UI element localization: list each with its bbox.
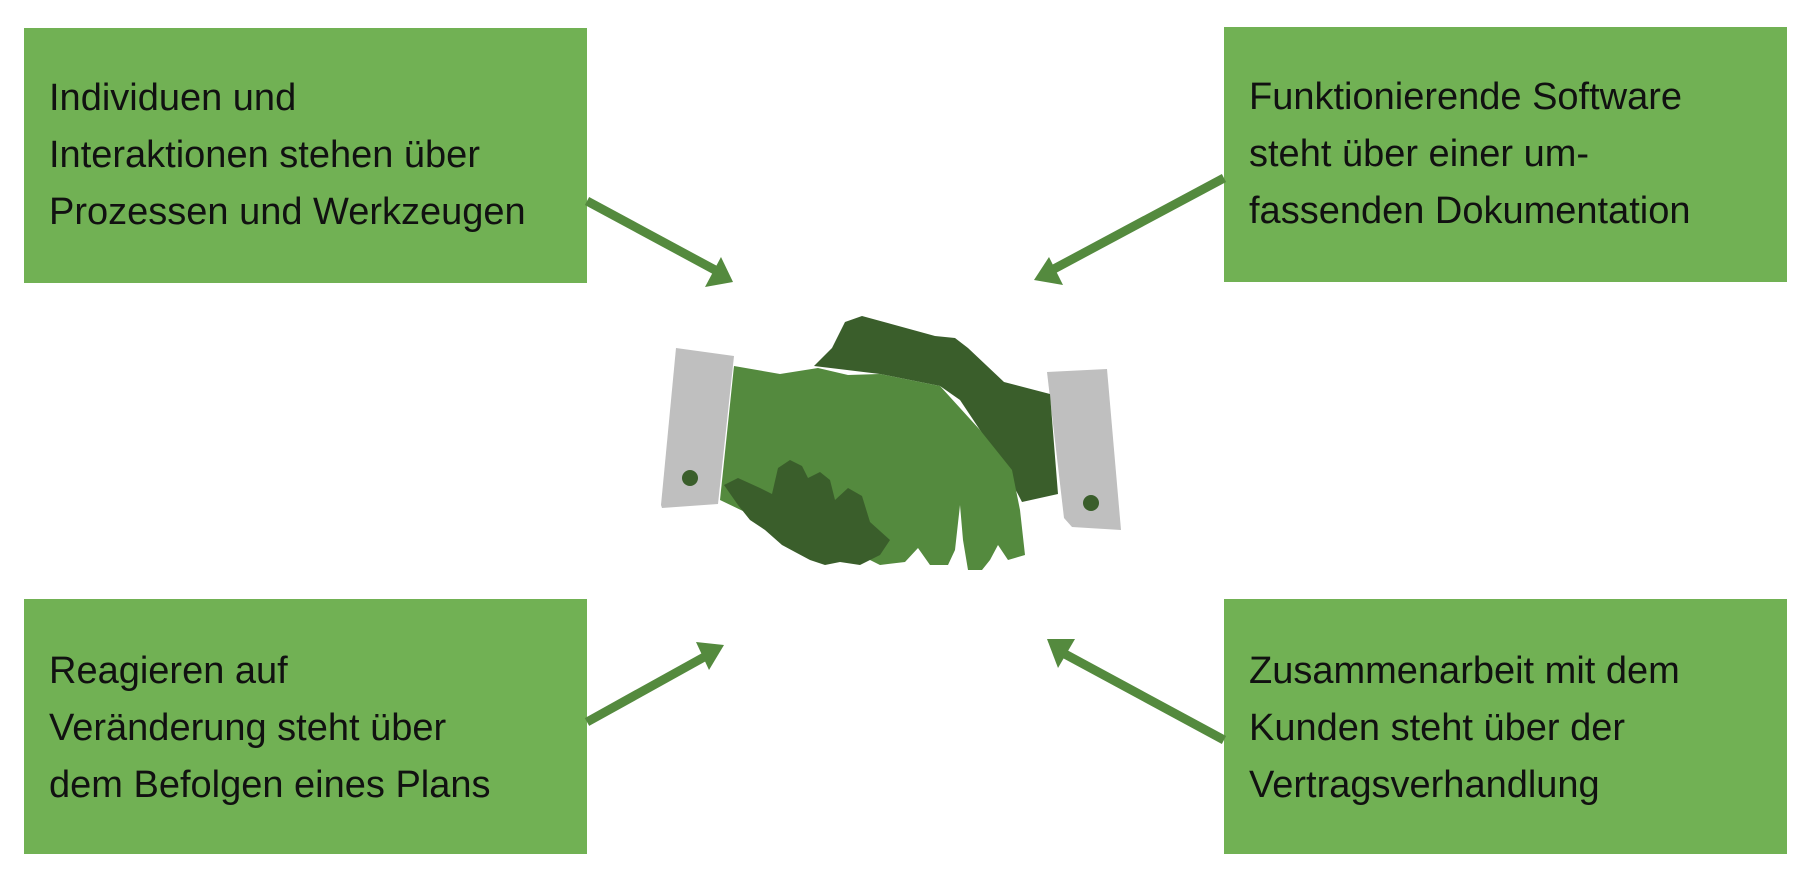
value-box-responding-to-change: Reagieren auf Veränderung steht über dem…	[24, 599, 587, 854]
value-box-working-software: Funktionierende Software steht über eine…	[1224, 27, 1787, 282]
box-text-line: Zusammenarbeit mit dem	[1249, 650, 1680, 692]
box-text-line: Vertragsverhandlung	[1249, 764, 1600, 806]
box-text-line: Veränderung steht über	[49, 707, 447, 749]
arrow-top-left	[584, 197, 733, 287]
right-hand-back	[814, 316, 1058, 502]
box-text-line: Interaktionen stehen über	[49, 134, 480, 176]
arrow-bottom-left	[584, 642, 724, 726]
box-text-line: fassenden Dokumentation	[1249, 190, 1691, 232]
box-text-line: Prozessen und Werkzeugen	[49, 191, 526, 233]
value-box-customer-collaboration: Zusammenarbeit mit dem Kunden steht über…	[1224, 599, 1787, 854]
right-hand-fingers	[724, 460, 890, 565]
arrow-bottom-right	[1047, 639, 1227, 744]
box-text-line: Individuen und	[49, 77, 297, 119]
right-cuff-button	[1083, 495, 1099, 511]
arrow-top-right	[1034, 174, 1227, 285]
left-hand	[720, 366, 1025, 570]
box-text-line: dem Befolgen eines Plans	[49, 764, 491, 806]
box-text-line: Kunden steht über der	[1249, 707, 1626, 749]
handshake-icon	[661, 316, 1121, 570]
box-text-line: Reagieren auf	[49, 650, 288, 692]
left-cuff-button	[682, 470, 698, 486]
left-cuff	[661, 348, 734, 508]
value-box-individuals-interactions: Individuen und Interaktionen stehen über…	[24, 28, 587, 283]
box-text-line: steht über einer um-	[1249, 133, 1590, 175]
box-text-line: Funktionierende Software	[1249, 76, 1683, 118]
right-cuff	[1047, 369, 1121, 530]
